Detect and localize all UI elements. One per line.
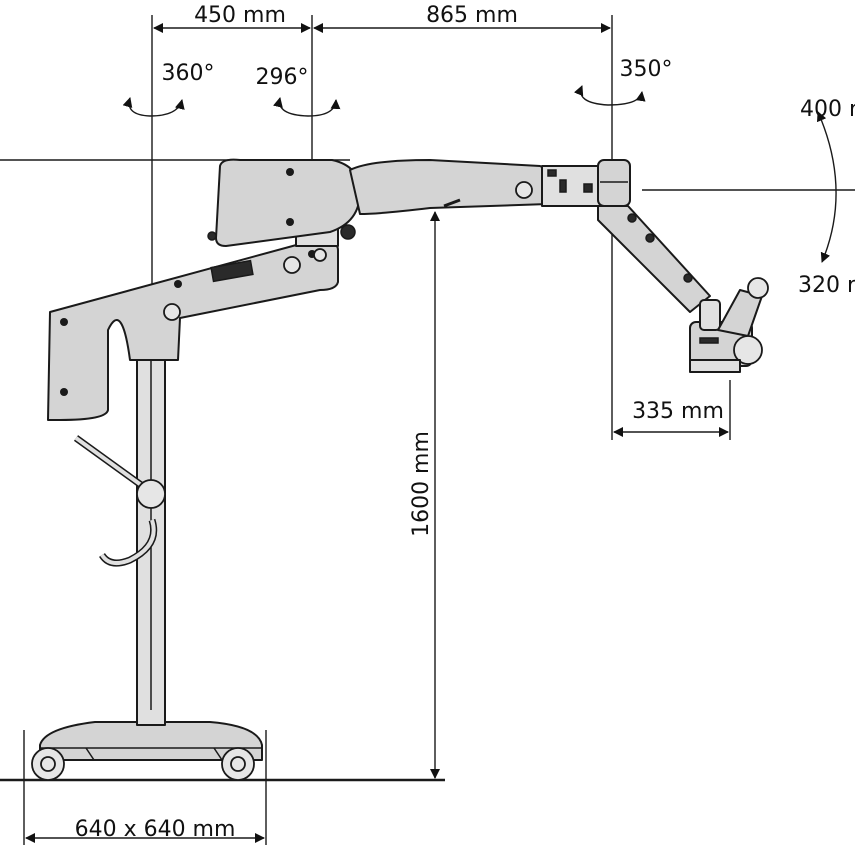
tilt-up-label: 400 m xyxy=(800,97,855,122)
dimension-labels: 450 mm 865 mm 360° 296° 350° 400 m 320 r… xyxy=(75,3,855,842)
span-2-label: 865 mm xyxy=(426,3,518,28)
stand-knob xyxy=(136,479,166,509)
tilt-down-label: 320 r xyxy=(798,273,855,298)
rotation-indicator-350 xyxy=(573,85,646,106)
head-depth-label: 335 mm xyxy=(632,399,724,424)
rotation-3-label: 350° xyxy=(620,57,673,82)
span-1-label: 450 mm xyxy=(194,3,286,28)
tilt-joint xyxy=(597,159,631,207)
rotation-2-label: 296° xyxy=(256,65,309,90)
base-footprint-label: 640 x 640 mm xyxy=(75,817,236,842)
rotation-indicator-296 xyxy=(273,97,341,117)
microscope-stand xyxy=(31,158,769,781)
dimension-arrows xyxy=(25,23,837,843)
reference-lines xyxy=(0,15,855,845)
stand-base xyxy=(39,721,263,761)
rotation-1-label: 360° xyxy=(162,61,215,86)
tilt-arm xyxy=(597,205,711,313)
microscope-head xyxy=(689,277,769,373)
rotation-indicator-360 xyxy=(122,97,185,117)
column-height-label: 1600 mm xyxy=(409,431,434,537)
